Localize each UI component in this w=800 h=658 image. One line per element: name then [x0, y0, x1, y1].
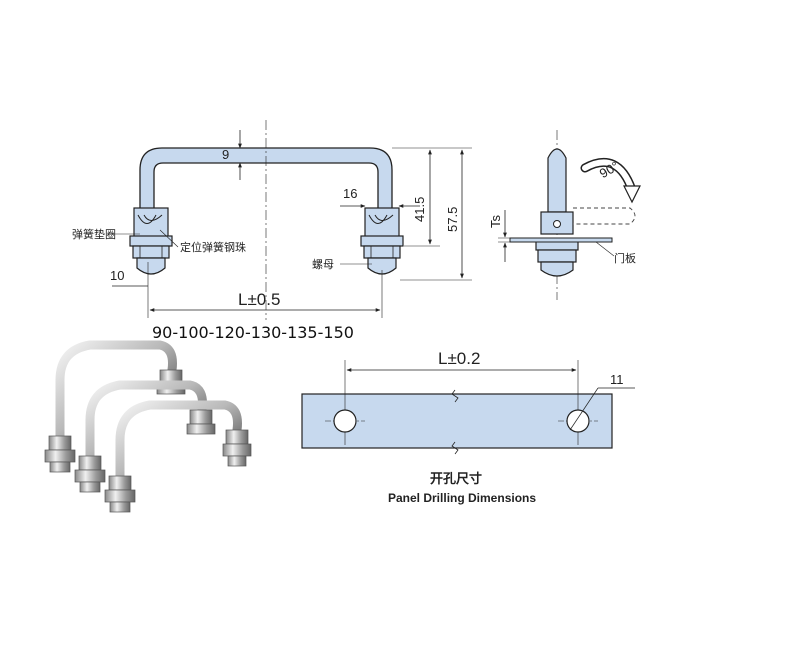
dim-diameter: 9 [222, 147, 229, 162]
hole-left [333, 409, 357, 433]
dim-thread: 16 [343, 186, 357, 201]
label-spring-washer: 弹簧垫圈 [72, 227, 116, 241]
dim-height-total: 57.5 [445, 207, 460, 232]
panel-title-en: Panel Drilling Dimensions [388, 491, 536, 505]
label-door-panel: 门板 [614, 251, 636, 265]
handle-photo-2 [74, 380, 216, 493]
product-photo [44, 340, 252, 513]
lengths-text: 90-100-120-130-135-150 [152, 323, 354, 342]
handle-side-view: 90° Ts 门板 [488, 130, 641, 300]
handle-front-view: 9 16 41.5 57.5 10 L±0.5 弹簧垫圈 定位弹簧钢珠 螺母 [72, 120, 472, 320]
left-foot [129, 207, 173, 275]
panel-title-cn: 开孔尺寸 [430, 471, 482, 487]
label-nut: 螺母 [312, 258, 334, 271]
dim-ts: Ts [488, 215, 503, 229]
dim-length-panel: L±0.2 [438, 349, 480, 368]
dim-base: 10 [110, 268, 124, 283]
hole-right [566, 409, 590, 433]
label-spring-ball: 定位弹簧钢珠 [180, 240, 246, 254]
right-foot [360, 207, 404, 275]
dim-height-inner: 41.5 [412, 197, 427, 222]
panel-drilling-drawing: L±0.2 11 开孔尺寸 Panel Drilling Dimensions [301, 349, 635, 505]
dim-hole: 11 [610, 372, 624, 387]
handle-photo-3 [104, 400, 252, 513]
dim-length-handle: L±0.5 [238, 290, 280, 309]
